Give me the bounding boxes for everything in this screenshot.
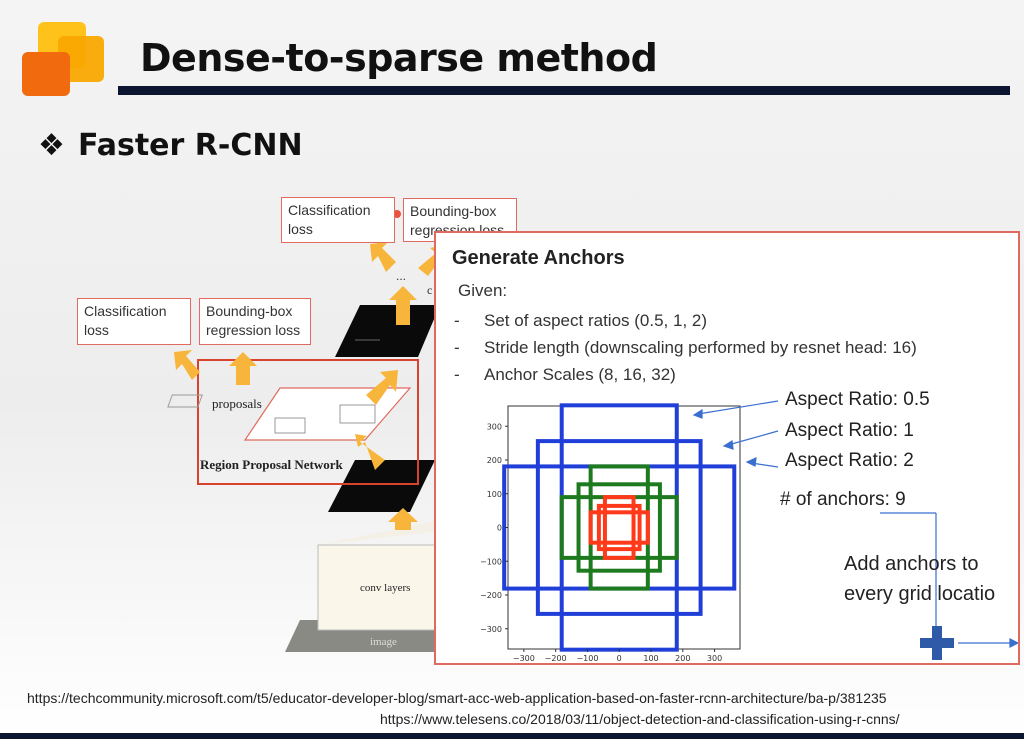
ellipsis-label: ... bbox=[396, 269, 406, 283]
rpn-label: Region Proposal Network bbox=[200, 457, 344, 472]
arrow-ar2-head bbox=[747, 458, 756, 466]
proposals-plane bbox=[245, 388, 410, 440]
bottom-bar bbox=[0, 733, 1024, 739]
y-tick-label: −300 bbox=[480, 625, 502, 634]
y-tick-label: 0 bbox=[497, 524, 502, 533]
y-tick-label: −200 bbox=[480, 591, 502, 600]
add-anchors-text: Add anchors to every grid locatio bbox=[844, 549, 995, 609]
arrow-to-left-bbox bbox=[229, 352, 257, 385]
y-tick-label: −100 bbox=[480, 557, 502, 566]
plus-icon bbox=[920, 626, 954, 660]
y-tick-label: 200 bbox=[487, 456, 502, 465]
x-tick-label: −100 bbox=[576, 654, 598, 663]
aspect-ratio-1-label: Aspect Ratio: 1 bbox=[785, 420, 914, 442]
left-classification-loss-text: Classification loss bbox=[84, 303, 166, 338]
aspect-ratio-2-label: Aspect Ratio: 2 bbox=[785, 450, 914, 472]
aspect-ratio-05-label: Aspect Ratio: 0.5 bbox=[785, 389, 930, 411]
upper-feature-map bbox=[335, 305, 440, 357]
top-classification-loss-box: Classification loss bbox=[281, 197, 395, 243]
arrow-grid-right-head bbox=[1010, 639, 1018, 647]
arrow-to-left-cls bbox=[174, 350, 200, 380]
num-anchors-label: # of anchors: 9 bbox=[780, 489, 906, 511]
y-tick-label: 300 bbox=[487, 422, 502, 431]
add-anchors-line2: every grid locatio bbox=[844, 579, 995, 609]
x-tick-label: −300 bbox=[513, 654, 535, 663]
x-tick-label: 100 bbox=[643, 654, 658, 663]
y-tick-label: 100 bbox=[487, 490, 502, 499]
generate-anchors-panel: Generate Anchors Given: -Set of aspect r… bbox=[434, 231, 1020, 665]
reference-link-1[interactable]: https://techcommunity.microsoft.com/t5/e… bbox=[27, 690, 887, 706]
conv-layers-top bbox=[318, 518, 450, 545]
reference-link-2[interactable]: https://www.telesens.co/2018/03/11/objec… bbox=[380, 711, 900, 727]
top-classification-loss-text: Classification loss bbox=[288, 202, 370, 237]
left-bbox-loss-box: Bounding-box regression loss bbox=[199, 298, 311, 345]
x-tick-label: −200 bbox=[545, 654, 567, 663]
left-bbox-loss-text: Bounding-box regression loss bbox=[206, 303, 300, 338]
x-tick-label: 0 bbox=[617, 654, 622, 663]
arrow-to-top-cls bbox=[370, 242, 396, 272]
image-label: image bbox=[370, 636, 397, 648]
x-tick-label: 200 bbox=[675, 654, 690, 663]
left-classification-loss-box: Classification loss bbox=[77, 298, 191, 345]
proposals-label: proposals bbox=[212, 396, 262, 411]
add-anchors-line1: Add anchors to bbox=[844, 549, 995, 579]
partial-c-label: c bbox=[427, 283, 432, 297]
x-tick-label: 300 bbox=[707, 654, 722, 663]
conv-layers-label: conv layers bbox=[360, 582, 410, 594]
